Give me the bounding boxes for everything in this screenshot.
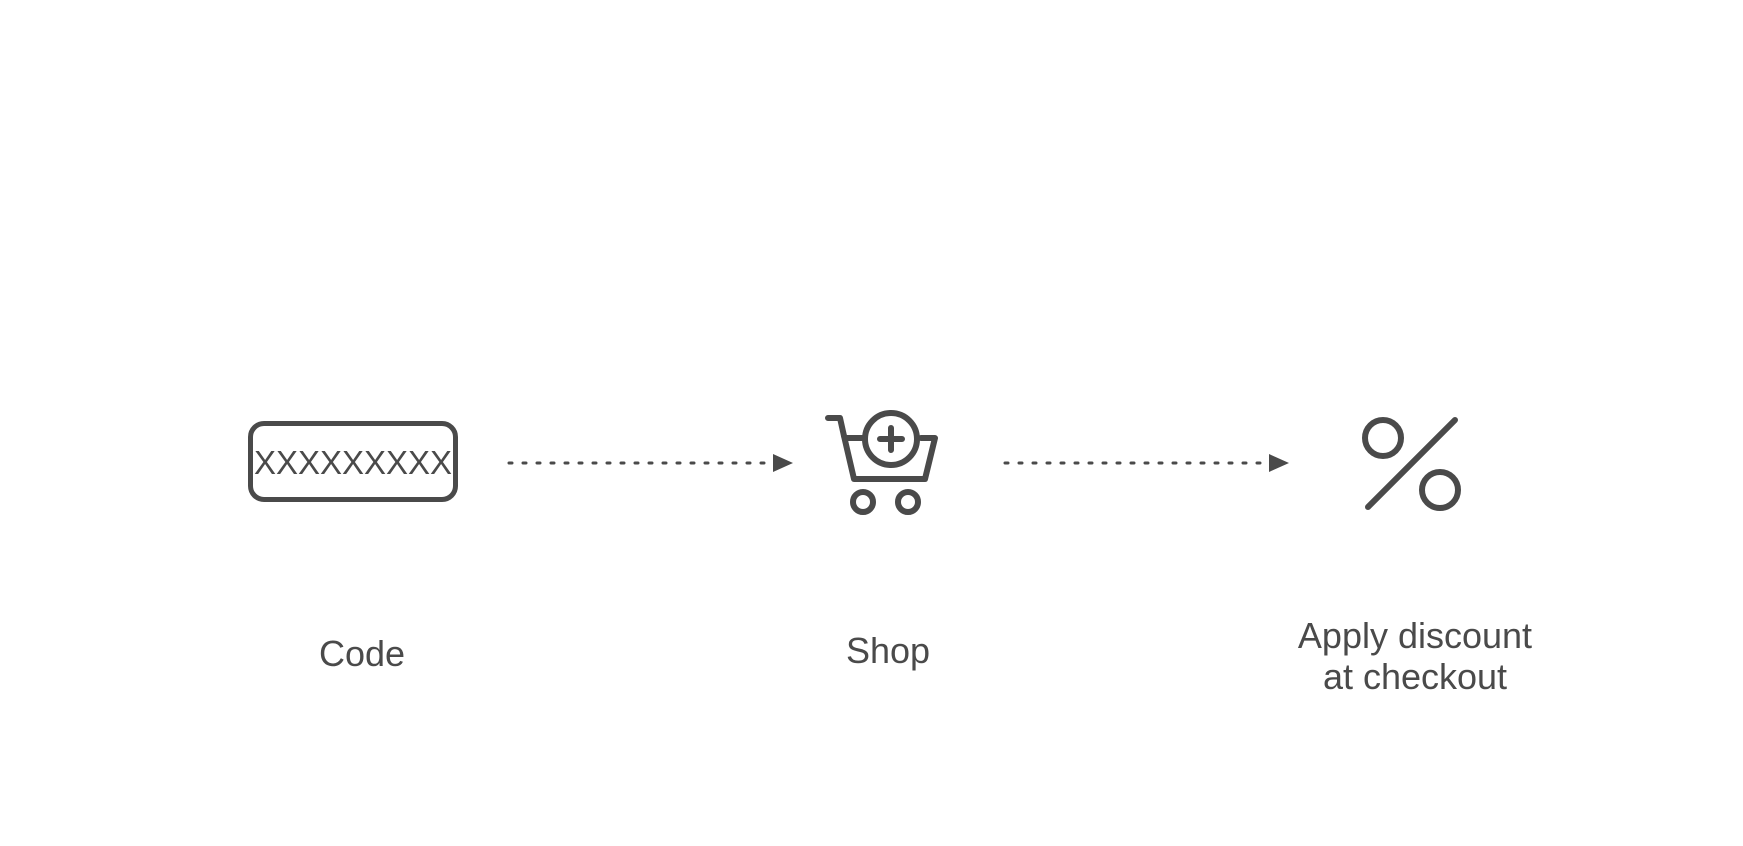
- code-placeholder-text: XXXXXXXXX: [253, 444, 453, 481]
- step-label-code: Code: [318, 633, 406, 674]
- step-label-apply-line-1: Apply discount: [1297, 615, 1533, 656]
- dotted-arrow-icon: [507, 454, 793, 472]
- step-label-shop: Shop: [845, 630, 931, 671]
- step-label-apply: Apply discount at checkout: [1230, 615, 1600, 697]
- percent-icon: [1362, 417, 1461, 511]
- step-label-apply-line-2: at checkout: [1322, 656, 1508, 697]
- cart-add-icon: [825, 410, 938, 515]
- dotted-arrow-icon: [1003, 454, 1289, 472]
- code-field-icon: XXXXXXXXX: [248, 421, 458, 502]
